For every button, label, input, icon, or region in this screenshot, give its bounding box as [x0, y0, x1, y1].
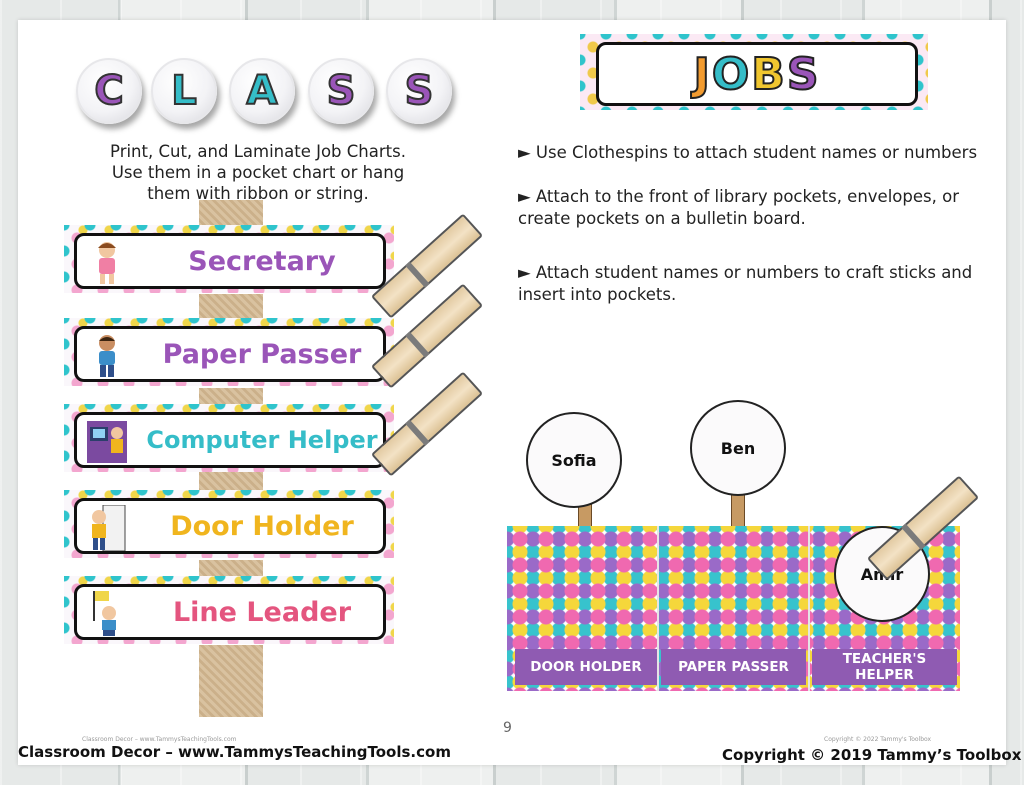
- computer-helper-icon: [87, 421, 127, 463]
- burlap-ribbon: [199, 645, 263, 717]
- name-circle-ben: Ben: [690, 400, 786, 496]
- class-letter-l: L: [151, 58, 217, 124]
- burlap-ribbon: [199, 294, 263, 318]
- job-card-title: Door Holder: [170, 510, 354, 542]
- student-name: Sofia: [551, 450, 597, 470]
- intro-line-1: Print, Cut, and Laminate Job Charts.: [110, 142, 406, 161]
- footer-small-left: Classroom Decor – www.TammysTeachingTool…: [82, 736, 237, 743]
- job-card-title: Secretary: [188, 245, 336, 277]
- instruction-1: ► Use Clothespins to attach student name…: [518, 143, 978, 162]
- job-card-title: Line Leader: [172, 596, 352, 628]
- pocket-label-door-holder: DOOR HOLDER: [515, 649, 657, 685]
- job-card-computer-helper: Computer Helper: [64, 404, 394, 472]
- instruction-3: ► Attach student names or numbers to cra…: [518, 263, 973, 304]
- student-boy-icon: [99, 335, 115, 377]
- job-card-door-holder: Door Holder: [64, 490, 394, 558]
- class-letter-c: C: [76, 58, 142, 124]
- job-card-secretary: Secretary: [64, 225, 394, 293]
- intro-line-2: Use them in a pocket chart or hang: [111, 163, 405, 182]
- jobs-banner: J O B S: [580, 34, 928, 110]
- door-icon: [92, 505, 126, 551]
- student-name: Ben: [720, 438, 756, 458]
- class-letter-s2: S: [386, 58, 452, 124]
- job-card-title: Paper Passer: [162, 338, 362, 370]
- flag-kid-icon: [93, 591, 116, 636]
- jobs-letter-j: J: [692, 48, 712, 101]
- intro-text: Print, Cut, and Laminate Job Charts. Use…: [78, 141, 438, 204]
- pocket-label-text: TEACHER'S HELPER: [842, 651, 927, 683]
- jobs-letter-s: S: [786, 48, 821, 101]
- footer-copyright: Copyright © 2019 Tammy’s Toolbox: [722, 746, 1022, 764]
- name-circle-sofia: Sofia: [526, 412, 622, 508]
- intro-line-3: them with ribbon or string.: [147, 184, 369, 203]
- footer-small-right: Copyright © 2022 Tammy's Toolbox: [824, 736, 932, 743]
- pocket-label-text: PAPER PASSER: [678, 659, 789, 675]
- footer-website: Classroom Decor – www.TammysTeachingTool…: [18, 743, 451, 761]
- jobs-letter-o: O: [711, 48, 752, 101]
- pocket-divider: [657, 526, 659, 691]
- pocket-label-paper-passer: PAPER PASSER: [661, 649, 806, 685]
- jobs-letter-b: B: [750, 48, 787, 101]
- pocket-divider: [808, 526, 810, 691]
- worksheet-page: C L A S S Print, Cut, and Laminate Job C…: [18, 20, 1006, 765]
- instruction-2: ► Attach to the front of library pockets…: [518, 187, 959, 228]
- jobs-title: J O B S: [596, 42, 918, 106]
- pocket-label-teachers-helper: TEACHER'S HELPER: [812, 649, 957, 685]
- job-card-paper-passer: Paper Passer: [64, 318, 394, 386]
- job-card-title: Computer Helper: [146, 426, 378, 454]
- class-letter-s1: S: [308, 58, 374, 124]
- pocket-label-text: DOOR HOLDER: [530, 659, 642, 675]
- job-card-line-leader: Line Leader: [64, 576, 394, 644]
- burlap-ribbon: [199, 200, 263, 226]
- class-letter-a: A: [229, 58, 295, 124]
- page-number: 9: [503, 720, 512, 736]
- student-girl-icon: [98, 242, 116, 284]
- instructions-list: ► Use Clothespins to attach student name…: [518, 142, 988, 328]
